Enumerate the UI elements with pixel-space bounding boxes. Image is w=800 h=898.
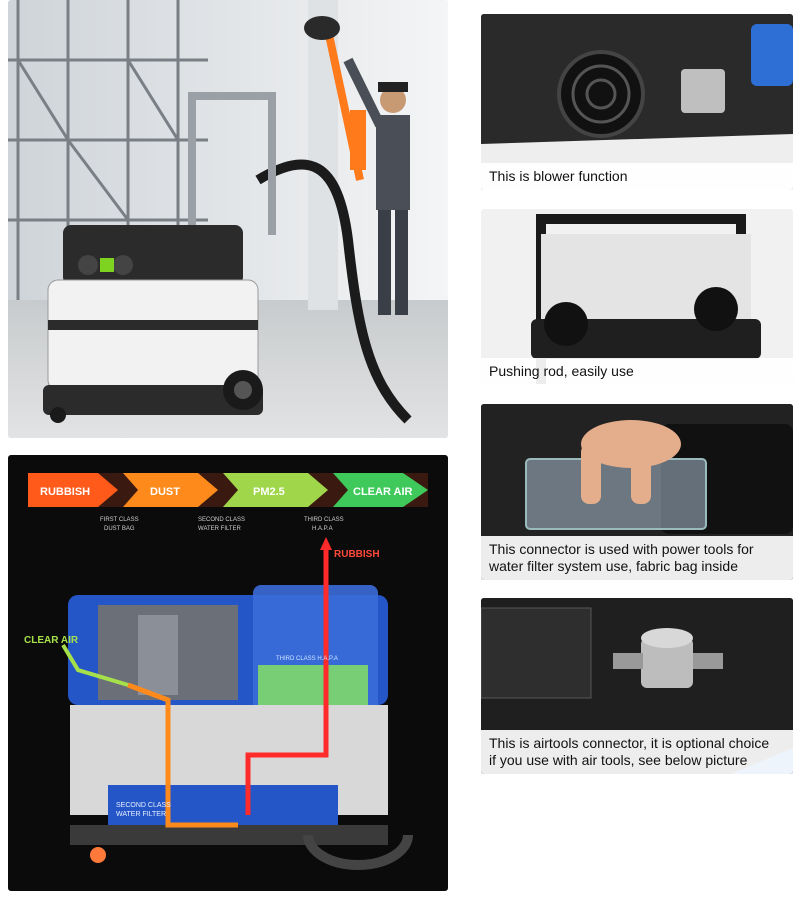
machine-cutaway — [68, 585, 413, 870]
pushing-rod-caption: Pushing rod, easily use — [481, 358, 793, 385]
airtools-caption-line2: if you use with air tools, see below pic… — [489, 752, 748, 768]
blower-port-illustration — [481, 14, 793, 190]
rubbish-flow-arrow — [245, 545, 329, 815]
water-filter-label-line2: WATER FILTER — [116, 811, 166, 818]
blower-caption: This is blower function — [481, 163, 793, 190]
connector-caption-line1: This connector is used with power tools … — [489, 541, 754, 557]
airtools-panel: This is airtools connector, it is option… — [481, 598, 793, 774]
water-filter-label-line1: SECOND CLASS — [116, 802, 171, 809]
pushing-rod-panel: Pushing rod, easily use — [481, 209, 793, 385]
stage-note-1-line1: FIRST CLASS — [100, 517, 139, 523]
third-class-tag: THIRD CLASS H.A.P.A — [276, 656, 338, 662]
stage-clear-air: CLEAR AIR — [353, 486, 413, 498]
stage-pm25: PM2.5 — [253, 486, 285, 498]
stage-note-2-line1: SECOND CLASS — [198, 517, 245, 523]
stage-note-3-line2: H.A.P.A — [312, 526, 333, 532]
water-flow-arrow — [127, 682, 238, 828]
worker-vacuum-illustration — [8, 0, 448, 438]
filtration-diagram-panel: RUBBISH DUST PM2.5 CLEAR AIR FIRST CLASS… — [8, 455, 448, 891]
connector-caption: This connector is used with power tools … — [481, 536, 793, 580]
stage-note-2-line2: WATER FILTER — [198, 526, 242, 532]
stage-rubbish: RUBBISH — [40, 486, 90, 498]
pushing-rod-illustration — [481, 209, 793, 385]
exhaust-flow-arrow — [61, 643, 129, 687]
clear-air-label: CLEAR AIR — [24, 635, 79, 646]
stage-dust: DUST — [150, 486, 180, 498]
stage-note-1-line2: DUST BAG — [104, 526, 135, 532]
filtration-diagram: RUBBISH DUST PM2.5 CLEAR AIR FIRST CLASS… — [24, 473, 428, 870]
stage-note-3-line1: THIRD CLASS — [304, 517, 344, 523]
blower-panel: This is blower function — [481, 14, 793, 190]
airtools-caption-line1: This is airtools connector, it is option… — [489, 735, 770, 751]
connector-panel: This connector is used with power tools … — [481, 404, 793, 580]
worker-photo-panel — [8, 0, 448, 438]
airtools-caption: This is airtools connector, it is option… — [481, 730, 793, 774]
rubbish-label: RUBBISH — [334, 549, 380, 560]
flow-banner: RUBBISH DUST PM2.5 CLEAR AIR — [28, 473, 428, 507]
connector-caption-line2: water filter system use, fabric bag insi… — [489, 558, 738, 574]
